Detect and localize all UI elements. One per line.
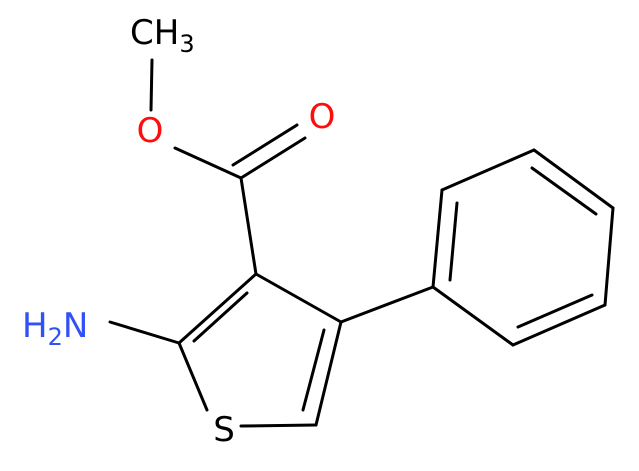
bond-carbonyl-double-2 <box>231 123 299 167</box>
bond-c2-nitrogen <box>108 320 181 345</box>
bonds <box>108 58 615 428</box>
carbonyl-oxygen-label: O <box>309 97 336 137</box>
methyl-subscript: 3 <box>179 30 194 58</box>
amine-subscript: 2 <box>48 323 63 351</box>
ester-oxygen-label: O <box>137 111 164 151</box>
amine-n: N <box>63 306 88 346</box>
bond-c5-c4-double <box>314 320 343 427</box>
bond-phenyl-6 <box>431 188 444 289</box>
bond-methyl-oxygen <box>149 58 154 112</box>
amine-label: H2N <box>22 306 88 351</box>
bond-phenyl-inner-1 <box>516 293 594 329</box>
bond-phenyl-4 <box>532 148 615 210</box>
sulfur-label: S <box>213 410 235 450</box>
bond-phenyl-1 <box>431 285 515 347</box>
bond-c4-phenyl <box>339 285 435 324</box>
bond-phenyl-2 <box>511 303 607 347</box>
methyl-ch: CH <box>130 13 179 53</box>
amine-h: H <box>22 306 48 346</box>
bond-c3-c2-inner <box>192 291 249 343</box>
bond-phenyl-inner-3 <box>448 201 459 282</box>
bond-c5-c4-inner <box>301 328 326 412</box>
bond-carbonyl-double-1 <box>239 136 307 180</box>
bond-phenyl-inner-2 <box>530 166 598 216</box>
bond-c3-c2-double <box>177 272 258 345</box>
bond-ester-oxygen-carbon <box>173 146 243 180</box>
bond-c2-sulfur <box>177 341 209 412</box>
bond-sulfur-c5 <box>239 423 318 428</box>
bond-c3-c4 <box>254 272 343 324</box>
methyl-label: CH3 <box>130 13 195 58</box>
bond-phenyl-3 <box>603 206 615 307</box>
bond-carbonyl-ring <box>239 176 258 276</box>
bond-phenyl-5 <box>440 148 536 192</box>
atom-labels: CH3 O O H2N S <box>22 13 335 450</box>
